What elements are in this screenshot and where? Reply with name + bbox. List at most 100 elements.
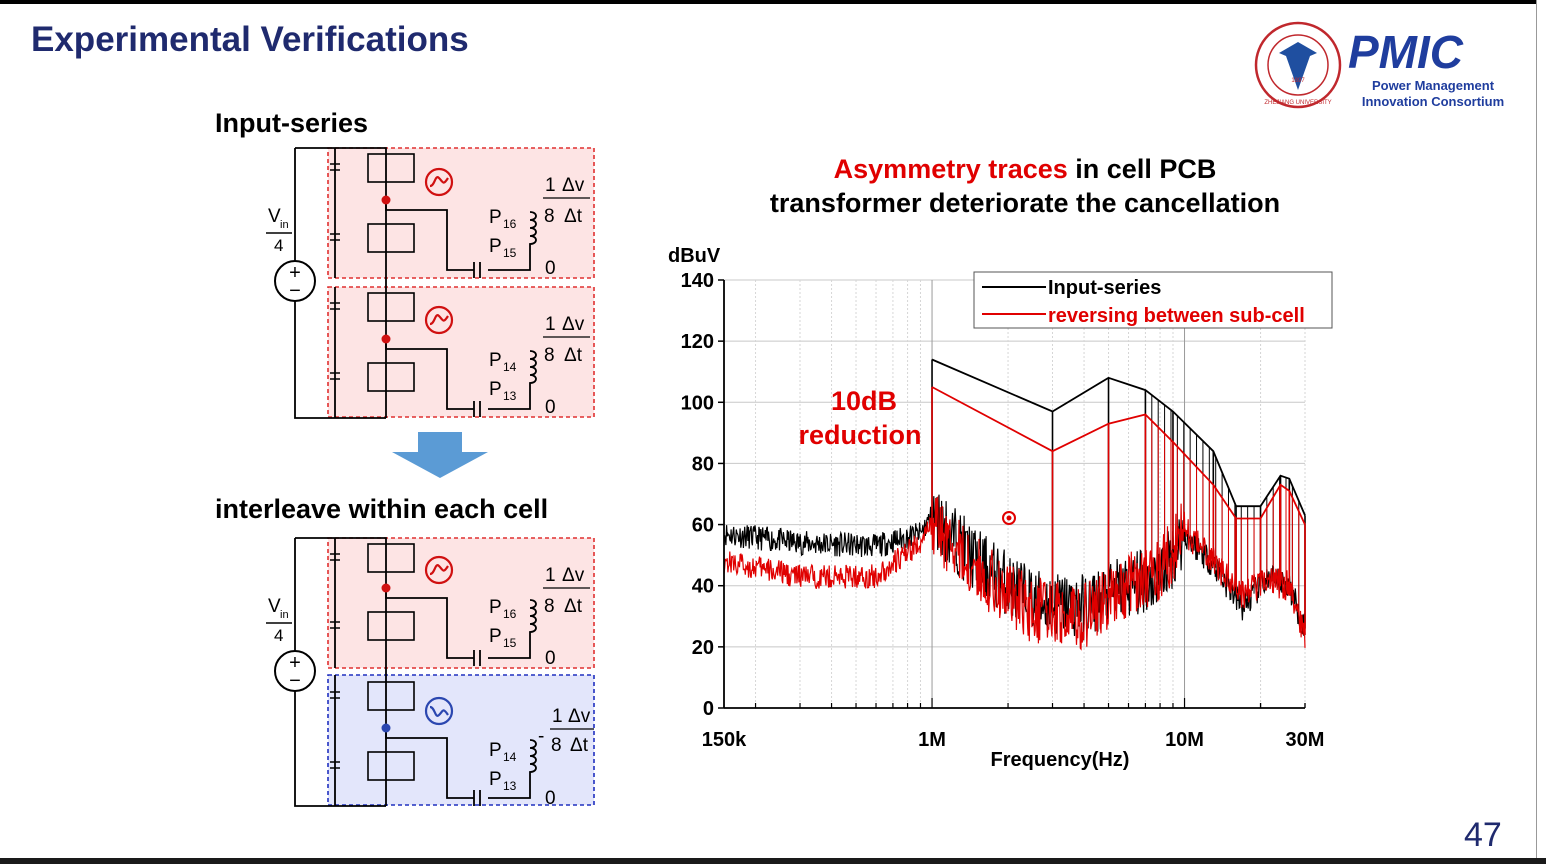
- svg-text:8: 8: [551, 735, 562, 756]
- chart-series: [723, 358, 1306, 651]
- y-tick-label: 80: [692, 453, 714, 475]
- svg-text:14: 14: [503, 360, 517, 374]
- series-noise-0: [723, 494, 1306, 641]
- svg-text:V: V: [268, 206, 281, 227]
- legend-label-reversing: reversing between sub-cell: [1048, 305, 1305, 327]
- y-tick-label: 40: [692, 576, 714, 598]
- chart-heading-rest: in cell PCB: [1067, 154, 1217, 184]
- x-tick-label: 30M: [1286, 729, 1325, 751]
- svg-text:1: 1: [545, 565, 556, 586]
- svg-text:-: -: [538, 726, 544, 747]
- seal-emblem-icon: [1279, 42, 1317, 90]
- mosfet-3: [367, 292, 415, 322]
- y-tick-label: 0: [703, 698, 714, 720]
- svg-text:P: P: [489, 379, 502, 400]
- svg-text:Power Management: Power Management: [1372, 78, 1495, 93]
- y-tick-label: 60: [692, 515, 714, 537]
- svg-text:P: P: [489, 350, 502, 371]
- svg-text:P: P: [489, 626, 502, 647]
- right-edge: [1536, 0, 1546, 864]
- y-tick-label: 140: [681, 270, 714, 292]
- svg-text:P: P: [489, 207, 502, 228]
- svg-text:−: −: [289, 670, 301, 692]
- chart-axes: 0 20 40 60 80 100 120 140 150k 1M 10M 30M: [681, 270, 1325, 751]
- svg-text:8: 8: [544, 596, 555, 617]
- svg-text:V: V: [268, 596, 281, 617]
- cursor-marker-icon: [1002, 511, 1016, 525]
- chart-grid: [724, 279, 1306, 709]
- inverted-sine-source-icon: [424, 696, 454, 726]
- svg-text:PMIC: PMIC: [1348, 28, 1464, 78]
- svg-text:16: 16: [503, 217, 517, 231]
- emi-spectrum-chart: 0 20 40 60 80 100 120 140 150k 1M 10M 30M dBuV Freq…: [668, 245, 1333, 771]
- svg-text:1: 1: [545, 314, 556, 335]
- mosfet-1: [367, 153, 415, 183]
- svg-text:15: 15: [503, 636, 517, 650]
- zhejiang-university-seal: 1897 ZHEJIANG UNIVERSITY: [1254, 21, 1342, 109]
- interleave-label: interleave within each cell: [215, 494, 549, 524]
- svg-text:Δt: Δt: [564, 206, 583, 227]
- y-tick-label: 20: [692, 637, 714, 659]
- sine-source-icon: [424, 167, 454, 335]
- svg-text:1: 1: [545, 175, 556, 196]
- sine-source-icon: [424, 555, 454, 585]
- x-axis-label: Frequency(Hz): [991, 749, 1130, 771]
- svg-text:13: 13: [503, 779, 517, 793]
- voltage-source-icon: [274, 650, 316, 692]
- x-tick-label: 1M: [918, 729, 946, 751]
- page-number: 47: [1464, 816, 1502, 854]
- y-axis-label: dBuV: [668, 245, 721, 267]
- svg-text:15: 15: [503, 246, 517, 260]
- chart-heading-highlight: Asymmetry traces: [833, 154, 1068, 184]
- svg-text:Δv: Δv: [562, 175, 585, 196]
- svg-text:P: P: [489, 740, 502, 761]
- mosfet-4: [367, 362, 415, 392]
- chart-legend: Input-series reversing between sub-cell: [973, 271, 1333, 329]
- slide-title: Experimental Verifications: [31, 20, 469, 59]
- svg-text:14: 14: [503, 750, 517, 764]
- down-arrow-icon: [392, 432, 488, 478]
- svg-text:P: P: [489, 597, 502, 618]
- voltage-source-icon: [274, 260, 316, 302]
- reduction-annotation-line1: 10dB: [831, 386, 897, 416]
- svg-text:1897: 1897: [1291, 78, 1305, 84]
- svg-text:8: 8: [544, 206, 555, 227]
- svg-text:Δt: Δt: [564, 596, 583, 617]
- svg-text:+: +: [289, 652, 301, 674]
- top-border: [0, 0, 1536, 4]
- cell-box-red: [327, 537, 595, 669]
- svg-text:−: −: [289, 280, 301, 302]
- chart-heading: Asymmetry traces in cell PCB transformer…: [700, 152, 1350, 220]
- y-tick-label: 100: [681, 392, 714, 414]
- svg-text:Innovation Consortium: Innovation Consortium: [1362, 94, 1504, 108]
- svg-text:0: 0: [545, 397, 556, 418]
- svg-text:13: 13: [503, 389, 517, 403]
- y-tick-label: 120: [681, 331, 714, 353]
- svg-text:1: 1: [552, 706, 563, 727]
- cell-box-lower: [327, 286, 595, 418]
- circuit-input-series: + − V in 4 1 Δv 8 Δt P 16 P 15 0 1 Δv 8 …: [266, 147, 595, 419]
- bottom-border: [0, 858, 1546, 864]
- series-envelope-1: [931, 386, 1306, 525]
- svg-text:+: +: [289, 262, 301, 284]
- svg-text:16: 16: [503, 607, 517, 621]
- svg-text:P: P: [489, 236, 502, 257]
- svg-text:4: 4: [274, 626, 283, 645]
- svg-text:Δv: Δv: [562, 314, 585, 335]
- pmic-logo: PMIC Power Management Innovation Consort…: [1348, 28, 1504, 108]
- svg-text:0: 0: [545, 788, 556, 809]
- series-envelope-0: [931, 358, 1306, 516]
- svg-text:P: P: [489, 769, 502, 790]
- svg-text:0: 0: [545, 258, 556, 279]
- cell-box-blue: [327, 674, 595, 806]
- legend-label-input-series: Input-series: [1048, 277, 1161, 299]
- mosfet-2: [367, 223, 415, 253]
- reduction-annotation-line2: reduction: [798, 420, 921, 450]
- svg-text:Δv: Δv: [568, 706, 591, 727]
- chart-heading-line2: transformer deteriorate the cancellation: [769, 188, 1281, 218]
- circuit-interleaved: + − V in 4 1 Δv 8 Δt P 16 P 15 0 - 1 Δv …: [266, 537, 595, 809]
- x-tick-label: 10M: [1165, 729, 1204, 751]
- svg-text:ZHEJIANG UNIVERSITY: ZHEJIANG UNIVERSITY: [1264, 100, 1331, 106]
- x-tick-label: 150k: [702, 729, 747, 751]
- svg-text:Δt: Δt: [564, 345, 583, 366]
